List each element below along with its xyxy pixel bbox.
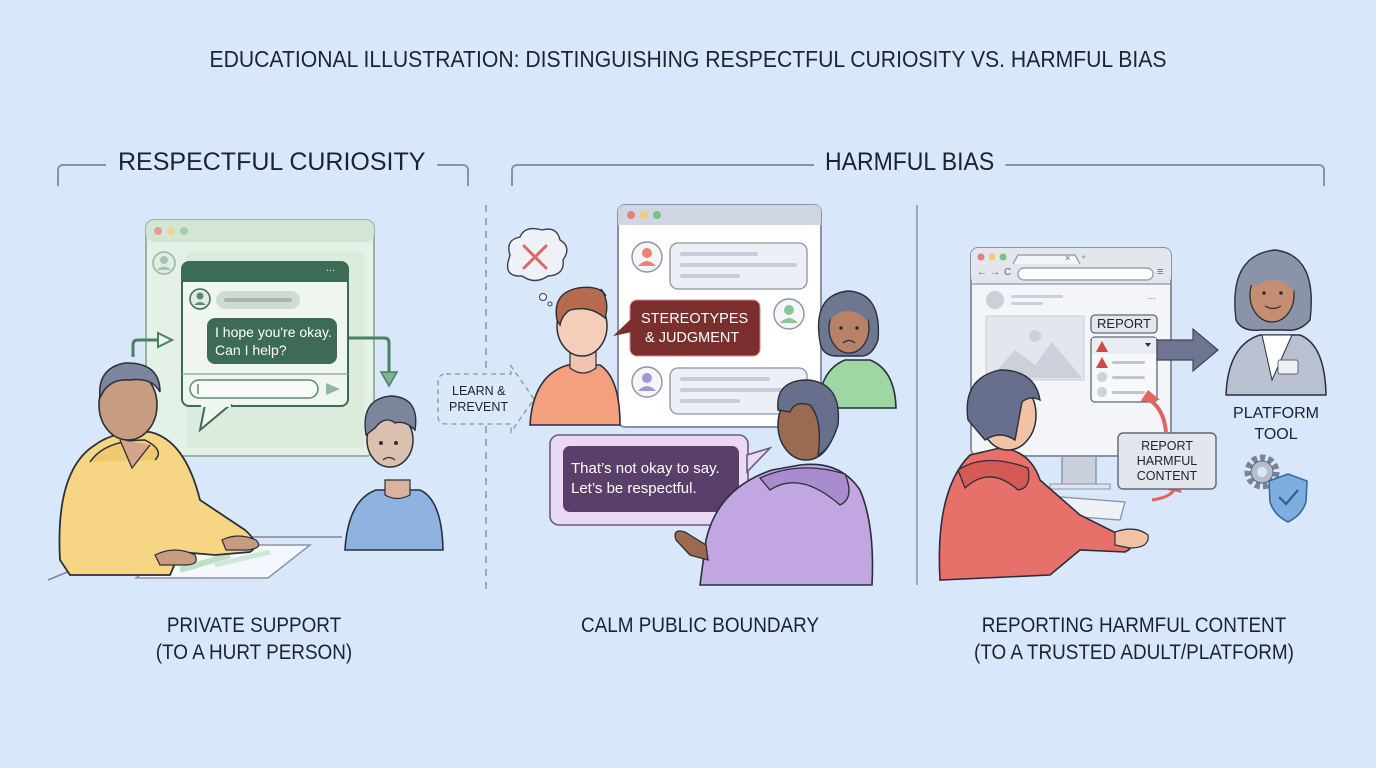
learn-prevent-line2: PREVENT [449, 400, 509, 414]
stereotypes-line1: STEREOTYPES [641, 311, 749, 327]
biased-person [529, 286, 621, 426]
section-label-respectful-curiosity: RESPECTFUL CURIOSITY [106, 148, 438, 177]
stereotypes-bubble [613, 299, 761, 357]
public-boundary-illustration [506, 204, 897, 586]
browser-menu-icon[interactable]: ≡ [1157, 266, 1164, 278]
arrow-up-icon [1140, 390, 1160, 402]
private-support-illustration [47, 219, 444, 581]
thought-bubble-x-icon [506, 227, 568, 307]
gear-shield-icon [1244, 454, 1308, 523]
caption-calm-public-boundary: CALM PUBLIC BOUNDARY [580, 614, 820, 637]
public-chat-window [617, 204, 822, 428]
report-harmful-box [1117, 432, 1217, 490]
tab-close-icon[interactable]: × [1065, 253, 1071, 263]
caption-private-support-line2: (TO A HURT PERSON) [155, 641, 353, 664]
arrow-down-icon [379, 371, 399, 388]
respectful-response-bubble [549, 434, 773, 526]
warning-icon [1096, 357, 1108, 368]
hurt-child-person [344, 395, 444, 551]
support-message-line2: Can I help? [215, 342, 287, 358]
caption-private-support-line1: PRIVATE SUPPORT [166, 614, 342, 637]
response-line1: That’s not okay to say. [571, 460, 720, 477]
report-harmful-line2[interactable]: HARMFUL [1136, 454, 1198, 468]
response-line2: Let’s be respectful. [571, 480, 697, 497]
report-harmful-line1[interactable]: REPORT [1141, 439, 1193, 453]
report-dropdown [1090, 314, 1158, 403]
supporter-person [58, 362, 260, 576]
reporting-person [938, 369, 1149, 581]
learn-prevent-line1: LEARN & [452, 384, 506, 398]
forward-icon[interactable]: → [990, 267, 1000, 278]
section-label-harmful-bias: HARMFUL BIAS [814, 148, 1006, 177]
trusted-adult-person [1225, 249, 1327, 396]
arrow-right-icon [157, 331, 175, 349]
new-tab-icon[interactable]: + [1081, 252, 1087, 262]
shield-icon [1268, 473, 1308, 523]
report-harmful-line3[interactable]: CONTENT [1136, 469, 1198, 483]
solid-divider [916, 205, 918, 585]
arrow-to-platform-icon [1156, 327, 1219, 373]
stereotypes-line2: & JUDGMENT [645, 330, 740, 346]
reporting-illustration [938, 247, 1327, 581]
chat-window-front [181, 261, 349, 433]
post-menu-icon[interactable]: ... [1148, 291, 1156, 301]
back-icon[interactable]: ← [977, 267, 987, 278]
page-title: EDUCATIONAL ILLUSTRATION: DISTINGUISHING… [209, 46, 1167, 72]
support-message-line1: I hope you're okay. [215, 324, 332, 340]
dropdown-caret-icon [1145, 343, 1151, 347]
check-icon [1278, 489, 1299, 506]
menu-dots-icon[interactable]: ... [326, 262, 336, 274]
targeted-person [817, 290, 897, 409]
platform-tool-line1: PLATFORM [1233, 405, 1319, 422]
reload-icon[interactable]: C [1004, 267, 1012, 278]
caption-reporting-line2: (TO A TRUSTED ADULT/PLATFORM) [974, 641, 1294, 664]
platform-tool-line2: TOOL [1254, 426, 1298, 443]
report-button[interactable]: REPORT [1097, 316, 1151, 331]
caption-reporting-line1: REPORTING HARMFUL CONTENT [981, 614, 1287, 637]
upstander-person [674, 379, 874, 586]
learn-prevent-arrow [437, 363, 535, 435]
warning-icon [1096, 341, 1108, 352]
